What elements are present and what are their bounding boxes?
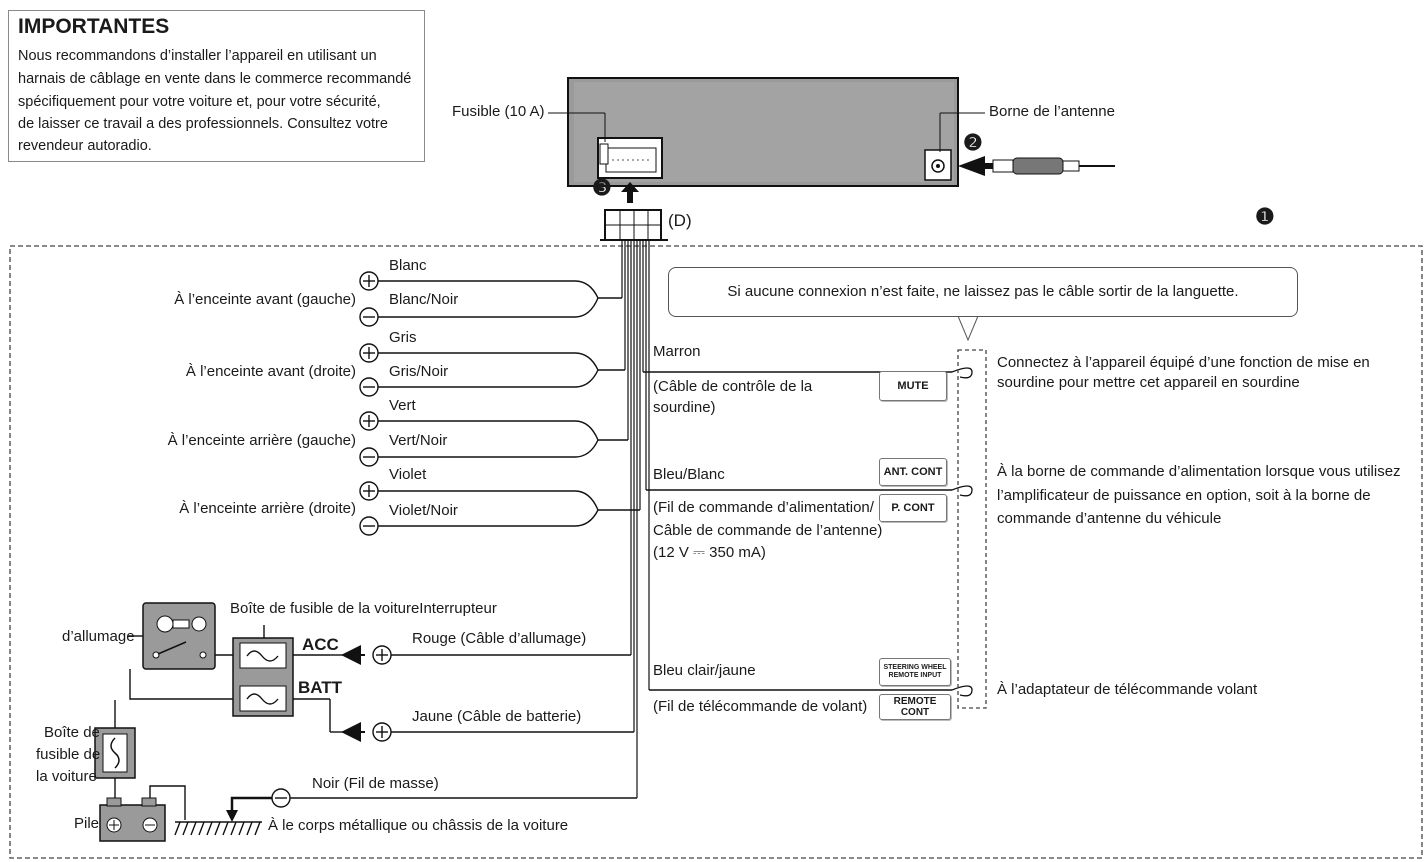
- speaker-target: À l’enceinte arrière (droite): [179, 500, 356, 517]
- pcont-wire-color: Bleu/Blanc: [653, 466, 725, 483]
- car-fuse-box: [232, 637, 294, 717]
- harness-boundary: [9, 245, 1423, 859]
- ignition-label: d’allumage: [62, 628, 135, 645]
- steering-remote-input-tag: STEERING WHEEL REMOTE INPUT: [879, 658, 951, 686]
- speaker-wire-pos: Vert: [389, 397, 416, 414]
- steering-remote-input-line: STEERING WHEEL: [883, 664, 947, 671]
- notice-title: IMPORTANTES: [18, 15, 170, 38]
- antenna-terminal-label: Borne de l’antenne: [989, 103, 1115, 120]
- ignition-switch: [142, 602, 216, 670]
- pcont-note: À la borne de commande d’alimentation lo…: [997, 463, 1401, 480]
- head-unit: [567, 77, 959, 187]
- pcont-note: commande d’antenne du véhicule: [997, 510, 1222, 527]
- pcont-wire-desc: (Fil de commande d’alimentation/: [653, 499, 874, 516]
- marker-1: ❶: [1255, 204, 1275, 229]
- remote-wire-desc: (Fil de télécommande de volant): [653, 698, 868, 715]
- remote-wire-color: Bleu clair/jaune: [653, 662, 756, 679]
- remote-note: À l’adaptateur de télécommande volant: [997, 681, 1258, 698]
- pcont-wire-desc: Câble de commande de l’antenne): [653, 522, 883, 539]
- fusebox-title: Boîte de fusible de la voitureInterrupte…: [230, 600, 497, 617]
- speaker-wire-neg: Vert/Noir: [389, 432, 448, 449]
- connector-label: (D): [668, 211, 692, 230]
- mute-tag: MUTE: [879, 371, 947, 401]
- speaker-target: À l’enceinte avant (droite): [185, 363, 356, 380]
- notice-line: harnais de câblage en vente dans le comm…: [18, 71, 412, 87]
- battery-label: Pile: [74, 815, 100, 832]
- notice-line: de laisser ce travail a des professionne…: [18, 116, 388, 132]
- yellow-wire-label: Jaune (Câble de batterie): [412, 708, 582, 725]
- battery: [99, 785, 186, 842]
- car-fuse-label: la voiture: [36, 768, 97, 785]
- mute-note: Connectez à l’appareil équipé d’une fonc…: [997, 354, 1370, 371]
- ground-wire-label: Noir (Fil de masse): [312, 775, 439, 792]
- speaker-wire-pos: Gris: [389, 329, 417, 346]
- steering-remote-input-line: REMOTE INPUT: [888, 672, 942, 679]
- acc-label: ACC: [302, 635, 339, 654]
- power-wires: [290, 654, 637, 799]
- battery-fuse: [94, 700, 136, 798]
- mute-wire-color: Marron: [653, 343, 701, 360]
- callout-box: Si aucune connexion n’est faite, ne lais…: [668, 267, 1298, 317]
- wire-bundle: [621, 240, 650, 798]
- ant-cont-tag: ANT. CONT: [879, 458, 947, 486]
- speaker-wire-neg: Violet/Noir: [389, 502, 458, 519]
- notice-box: [8, 10, 425, 162]
- red-wire-label: Rouge (Câble d’allumage): [412, 630, 587, 647]
- remote-cont-tag: REMOTE CONT: [879, 694, 951, 720]
- speaker-target: À l’enceinte arrière (gauche): [167, 432, 356, 449]
- speaker-target: À l’enceinte avant (gauche): [174, 291, 356, 308]
- marker-3: ❸: [592, 175, 612, 200]
- fuse-label: Fusible (10 A): [452, 103, 545, 120]
- mute-wire-desc: sourdine): [653, 399, 716, 416]
- callout-text: Si aucune connexion n’est faite, ne lais…: [727, 283, 1239, 300]
- up-arrow: [621, 182, 639, 203]
- unit-connector: [597, 137, 663, 179]
- antenna-plug: [958, 156, 1115, 176]
- notice-line: revendeur autoradio.: [18, 138, 152, 154]
- car-fuse-label: Boîte de: [44, 724, 100, 741]
- notice-line: Nous recommandons d’installer l’appareil…: [18, 48, 377, 64]
- speaker-wire-neg: Gris/Noir: [389, 363, 449, 380]
- marker-2: ❷: [963, 130, 983, 155]
- harness-connector: [600, 209, 668, 241]
- car-fuse-label: fusible de: [36, 746, 101, 763]
- speaker-wire-neg: Blanc/Noir: [389, 291, 459, 308]
- p-cont-tag: P. CONT: [879, 494, 947, 522]
- speaker-wire-pos: Blanc: [389, 257, 427, 274]
- pcont-wire-rating: (12 V ⎓ 350 mA): [653, 544, 766, 561]
- notice-line: spécifiquement pour votre voiture et, po…: [18, 94, 381, 110]
- speaker-wires: [378, 280, 640, 527]
- speaker-wire-pos: Violet: [389, 466, 427, 483]
- ground-symbol: [174, 821, 262, 836]
- tab-area: [957, 349, 987, 709]
- mute-wire-desc: (Câble de contrôle de la: [653, 378, 813, 395]
- pcont-note: l’amplificateur de puissance en option, …: [997, 487, 1371, 504]
- chassis-label: À le corps métallique ou châssis de la v…: [268, 817, 569, 834]
- mute-note: sourdine pour mettre cet appareil en sou…: [997, 374, 1300, 391]
- batt-label: BATT: [298, 678, 343, 697]
